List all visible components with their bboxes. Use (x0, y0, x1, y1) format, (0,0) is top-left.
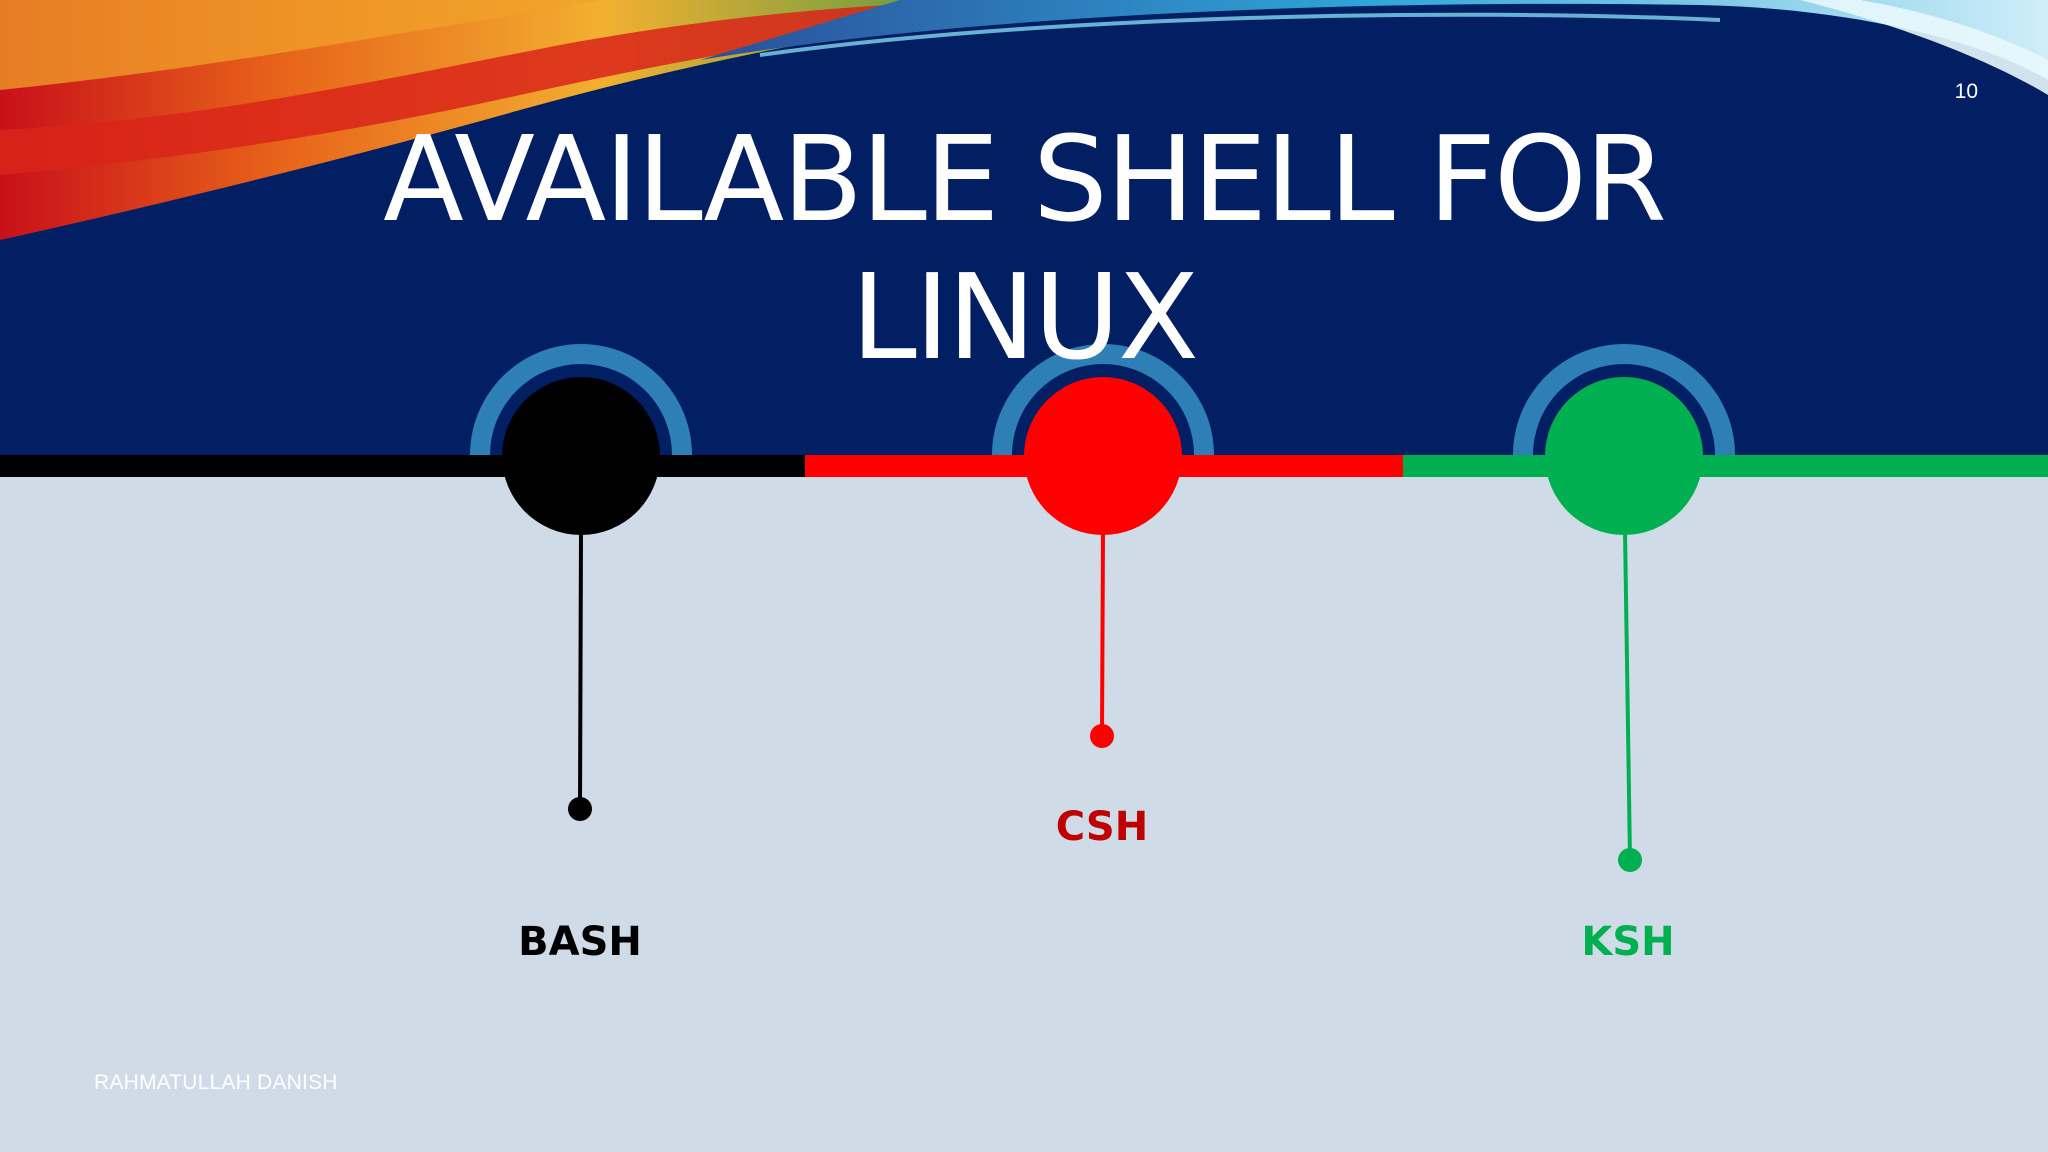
connector-dot-ksh (1618, 848, 1642, 872)
connector-dot-bash (568, 797, 592, 821)
timeline-bar (0, 455, 2048, 477)
connector-line-csh (1100, 529, 1105, 737)
shell-label-ksh: KSH (1581, 919, 1675, 965)
node-circle-csh (1024, 377, 1182, 535)
node-circle-ksh (1545, 377, 1703, 535)
connector-dot-csh (1090, 724, 1114, 748)
shell-label-bash: BASH (518, 919, 642, 965)
node-circle-bash (502, 377, 660, 535)
shell-node-ksh (1513, 344, 1735, 872)
decorative-swoosh (0, 0, 2048, 240)
ring-arc-csh (992, 344, 1214, 456)
connector-line-bash (578, 529, 583, 810)
timeline-segment-bash (0, 455, 805, 477)
shell-node-bash (470, 344, 692, 821)
shell-node-csh (992, 344, 1214, 748)
timeline-segment-ksh (1403, 455, 2048, 477)
ring-arc-bash (470, 344, 692, 456)
connector-line-ksh (1623, 529, 1632, 861)
footer-author: RAHMATULLAH DANISH (94, 1071, 338, 1094)
shell-label-csh: CSH (1055, 804, 1149, 850)
slide-title: AVAILABLE SHELL FOR LINUX (383, 110, 1667, 386)
page-number: 10 (1954, 80, 1978, 103)
ring-arc-ksh (1513, 344, 1735, 456)
